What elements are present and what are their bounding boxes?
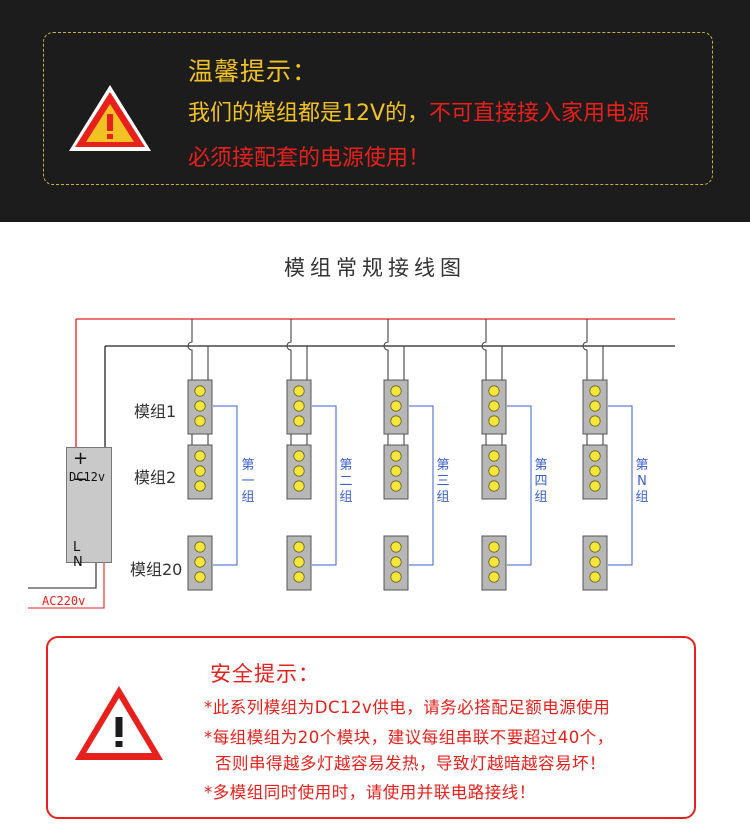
group-bracket: [507, 405, 532, 566]
safety-warning-icon: [75, 686, 163, 760]
notice-title: 温馨提示：: [188, 57, 319, 86]
group-label-2: 第二组: [339, 458, 353, 505]
led-dot: [589, 541, 601, 553]
led-dot: [293, 385, 305, 397]
safety-title: 安全提示：: [210, 662, 320, 686]
safety-item-2: *每组模组为20个模块，建议每组串联不要超过40个，: [204, 728, 614, 747]
group-bracket: [409, 405, 434, 566]
warning-triangle-icon: [69, 85, 151, 151]
led-dot: [194, 465, 206, 477]
module-feed-wire-left: [286, 319, 292, 380]
led-dot: [589, 465, 601, 477]
led-dot: [293, 450, 305, 462]
safety-item-1: *此系列模组为DC12v供电，请务必搭配足额电源使用: [204, 698, 611, 717]
ac-neutral-wire: [28, 563, 97, 589]
led-dot: [589, 400, 601, 412]
psu-polarity: + −: [73, 448, 95, 490]
group-label-1: 第一组: [241, 458, 255, 505]
led-dot: [589, 571, 601, 583]
ac-input-label: AC220v: [42, 594, 86, 608]
module-feed-wire-left: [187, 319, 193, 380]
led-dot: [390, 556, 402, 568]
led-dot: [488, 415, 500, 427]
group-label-n: 第N组: [635, 458, 649, 505]
led-dot: [194, 450, 206, 462]
led-dot: [488, 480, 500, 492]
module-feed-wire-left: [481, 319, 487, 380]
led-dot: [390, 385, 402, 397]
led-dot: [390, 400, 402, 412]
led-dot: [488, 385, 500, 397]
led-dot: [488, 541, 500, 553]
led-dot: [390, 415, 402, 427]
led-dot: [488, 465, 500, 477]
led-dot: [293, 541, 305, 553]
led-dot: [194, 400, 206, 412]
led-dot: [194, 385, 206, 397]
led-dot: [488, 400, 500, 412]
notice-line2: 必须接配套的电源使用！: [188, 146, 431, 171]
notice-line1-part1: 我们的模组都是12V的，: [188, 101, 430, 126]
led-dot: [293, 465, 305, 477]
led-dot: [488, 571, 500, 583]
led-dot: [589, 556, 601, 568]
led-dot: [390, 541, 402, 553]
led-dot: [194, 415, 206, 427]
led-dot: [390, 480, 402, 492]
led-dot: [589, 450, 601, 462]
led-dot: [488, 450, 500, 462]
led-dot: [293, 480, 305, 492]
led-dot: [589, 480, 601, 492]
led-dot: [390, 571, 402, 583]
module-feed-wire-left: [383, 319, 389, 380]
diagram-title: 模组常规接线图: [284, 256, 466, 280]
group-label-3: 第三组: [436, 458, 450, 505]
led-dot: [293, 415, 305, 427]
group-bracket: [608, 405, 633, 566]
led-dot: [194, 480, 206, 492]
led-dot: [589, 415, 601, 427]
module-label-1: 模组1: [134, 402, 177, 421]
wiring-diagram: [28, 318, 675, 609]
notice-box: [43, 32, 713, 185]
module-label-20: 模组20: [130, 560, 183, 579]
group-bracket: [213, 405, 238, 566]
psu-terminals: L N: [73, 540, 97, 570]
group-label-4: 第四组: [534, 458, 548, 505]
led-dot: [194, 556, 206, 568]
notice-line1-part2: 不可直接接入家用电源: [429, 101, 650, 126]
notice-line1: 我们的模组都是12V的，不可直接接入家用电源: [188, 95, 649, 127]
led-dot: [589, 385, 601, 397]
led-dot: [194, 541, 206, 553]
safety-box: [46, 636, 696, 819]
led-dot: [293, 400, 305, 412]
led-dot: [293, 556, 305, 568]
led-dot: [194, 571, 206, 583]
group-bracket: [312, 405, 337, 566]
ac-live-wire: [28, 563, 105, 609]
module-label-2: 模组2: [134, 468, 177, 487]
led-dot: [390, 450, 402, 462]
led-dot: [390, 465, 402, 477]
led-dot: [488, 556, 500, 568]
power-supply: + − DC12v L N: [66, 447, 112, 570]
safety-item-4: *多模组同时使用时，请使用并联电路接线！: [204, 783, 536, 802]
led-dot: [293, 571, 305, 583]
psu-voltage: DC12v: [69, 470, 106, 484]
safety-item-3: 否则串得越多灯越容易发热，导致灯越暗越容易坏！: [215, 754, 606, 773]
module-feed-wire-left: [582, 319, 588, 380]
